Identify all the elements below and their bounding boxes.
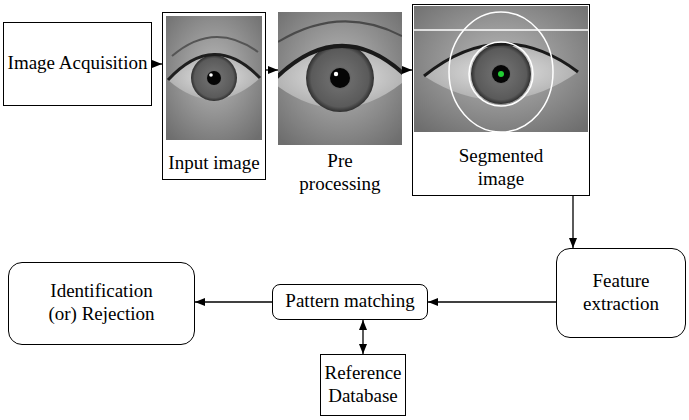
- flow-arrow: [152, 63, 162, 64]
- acquisition-box: Image Acquisition: [3, 22, 152, 106]
- flow-arrow: [362, 320, 363, 354]
- node-label: Reference Database: [324, 362, 402, 408]
- flow-arrow: [266, 69, 278, 70]
- flow-arrow: [195, 301, 272, 302]
- node-label: Segmented image: [446, 145, 556, 191]
- flow-arrow: [428, 301, 556, 302]
- decision-box: Identification (or) Rejection: [8, 262, 195, 345]
- flow-arrow: [402, 69, 412, 70]
- node-label: Feature extraction: [565, 270, 677, 316]
- feature-extraction-box: Feature extraction: [556, 248, 686, 338]
- segmented-image-panel: Segmented image: [412, 4, 590, 196]
- node-label: Pre processing: [290, 150, 390, 196]
- node-label: Pattern matching: [285, 290, 414, 313]
- preprocessing-panel: Pre processing: [278, 12, 402, 200]
- eye-photo: [278, 12, 402, 145]
- eye-photo: [166, 16, 262, 140]
- eye-photo: [414, 6, 588, 132]
- pattern-matching-box: Pattern matching: [272, 284, 428, 320]
- flow-arrow: [572, 196, 573, 248]
- node-label: Identification (or) Rejection: [41, 280, 163, 326]
- node-label: Image Acquisition: [8, 52, 148, 75]
- node-label: Input image: [168, 152, 259, 175]
- database-box: Reference Database: [320, 354, 406, 416]
- input-image-panel: Input image: [162, 12, 266, 180]
